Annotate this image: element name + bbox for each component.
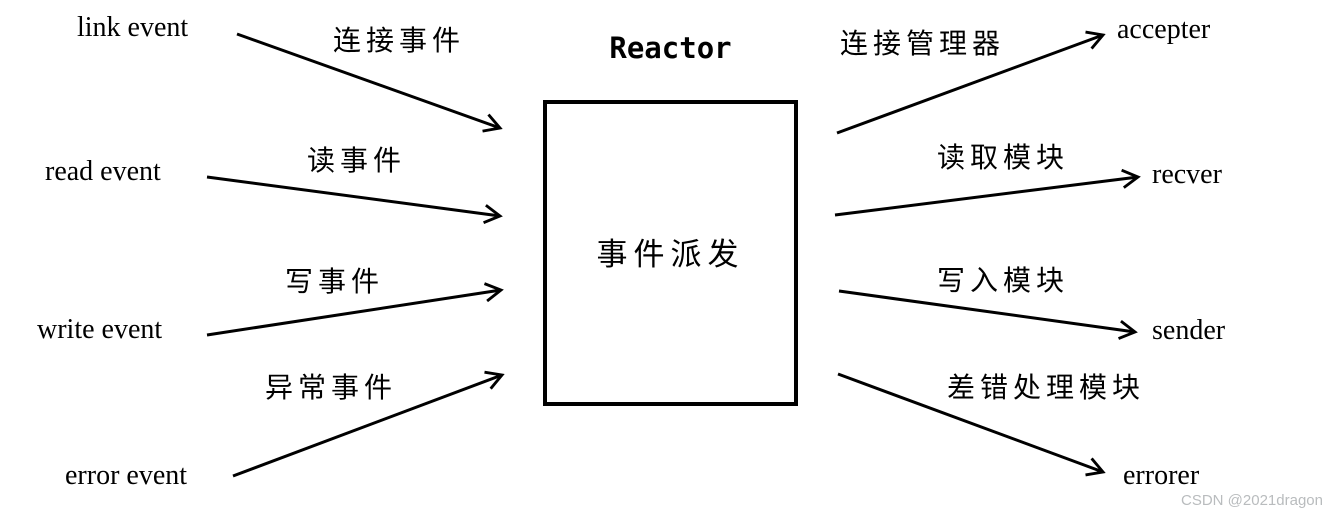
output-target-errorer: errorer xyxy=(1123,460,1200,491)
input-source-write: write event xyxy=(37,314,163,345)
input-source-read: read event xyxy=(45,156,161,187)
output-arrow-errorer xyxy=(837,372,1106,477)
input-label-link: 连接事件 xyxy=(333,26,466,57)
csdn-watermark: CSDN @2021dragon xyxy=(1181,492,1323,509)
input-arrow-error xyxy=(232,370,505,478)
input-label-error: 异常事件 xyxy=(265,373,398,404)
input-source-error: error event xyxy=(65,460,188,491)
input-label-read: 读事件 xyxy=(307,146,407,177)
output-label-sender: 写入模块 xyxy=(937,266,1070,297)
output-arrow-recver xyxy=(834,168,1141,217)
output-target-accepter: accepter xyxy=(1117,14,1211,45)
event-dispatch-label: 事件派发 xyxy=(596,236,745,272)
input-arrow-write xyxy=(206,282,504,337)
output-target-sender: sender xyxy=(1152,315,1226,346)
output-target-recver: recver xyxy=(1152,159,1222,190)
output-arrow-accepter xyxy=(836,30,1106,135)
input-label-write: 写事件 xyxy=(285,267,385,298)
event-dispatch-box: 事件派发 xyxy=(543,100,798,406)
diagram-title: Reactor xyxy=(609,31,732,65)
output-arrow-sender xyxy=(838,289,1138,340)
output-label-recver: 读取模块 xyxy=(937,143,1070,174)
input-source-link: link event xyxy=(77,12,189,43)
input-arrow-link xyxy=(236,32,503,133)
output-label-accepter: 连接管理器 xyxy=(840,29,1006,60)
output-label-errorer: 差错处理模块 xyxy=(947,373,1146,404)
input-arrow-read xyxy=(206,175,503,225)
